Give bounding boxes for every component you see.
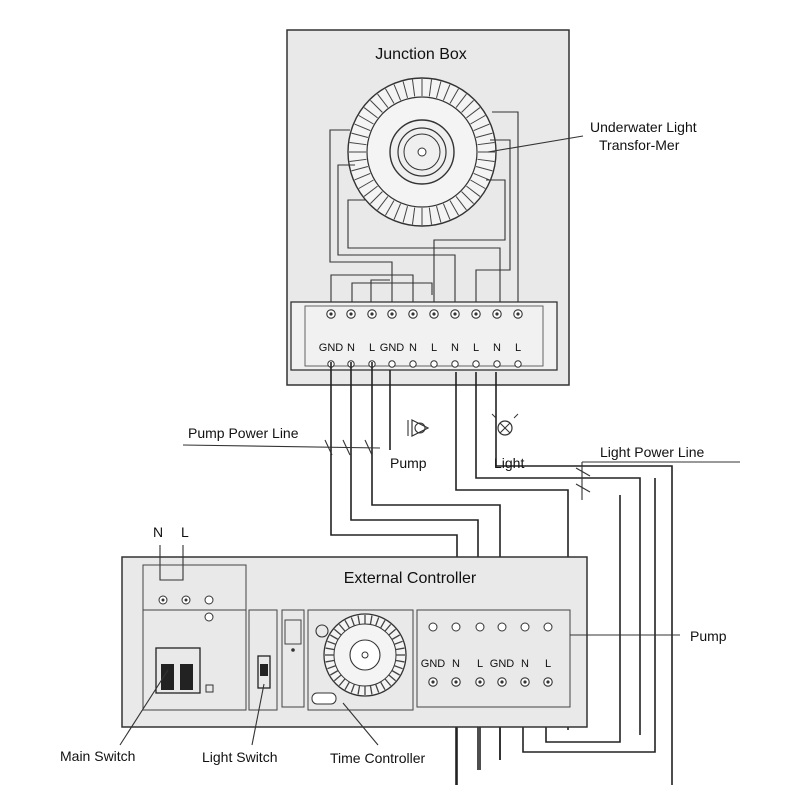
light-switch-label: Light Switch bbox=[202, 749, 277, 765]
controller-terminal-0 bbox=[428, 622, 438, 632]
junction-terminal-label: GND bbox=[380, 342, 405, 354]
controller-terminal-label: L bbox=[545, 658, 551, 670]
junction-terminal-3 bbox=[387, 309, 397, 368]
junction-terminal-label: L bbox=[369, 342, 375, 354]
junction-terminal-8 bbox=[492, 309, 502, 368]
junction-terminal-9 bbox=[513, 309, 523, 368]
controller-input-screws bbox=[158, 595, 214, 622]
controller-title: External Controller bbox=[344, 570, 477, 587]
time-controller-pointer bbox=[342, 702, 379, 746]
light-power-line-label: Light Power Line bbox=[600, 444, 705, 460]
controller-terminal-screw bbox=[475, 677, 485, 687]
time-controller-label: Time Controller bbox=[330, 750, 426, 766]
time-controller bbox=[307, 609, 414, 711]
controller-terminal-5 bbox=[543, 622, 553, 632]
relay-module bbox=[281, 609, 305, 708]
junction-terminal-label: GND bbox=[319, 342, 344, 354]
junction-terminal-5 bbox=[429, 309, 439, 368]
controller-input-n: N bbox=[153, 524, 163, 540]
junction-terminal-label: L bbox=[515, 342, 521, 354]
junction-box-title: Junction Box bbox=[375, 46, 467, 63]
junction-terminal-7 bbox=[471, 309, 481, 368]
junction-terminal-label: L bbox=[473, 342, 479, 354]
controller-terminal-label: N bbox=[452, 658, 460, 670]
pump-power-line-pointer bbox=[182, 444, 381, 449]
controller-terminal-2 bbox=[475, 622, 485, 632]
controller-terminal-label: GND bbox=[421, 658, 446, 670]
transformer-icon bbox=[347, 77, 497, 227]
controller-terminal-4 bbox=[520, 622, 530, 632]
controller-terminal-screw bbox=[497, 677, 507, 687]
transformer-leads bbox=[329, 111, 519, 312]
controller-terminal-screw bbox=[428, 677, 438, 687]
junction-terminal-label: N bbox=[347, 342, 355, 354]
light-switch bbox=[248, 609, 278, 711]
transformer-callout-line bbox=[487, 135, 584, 153]
pump-power-line-label: Pump Power Line bbox=[188, 425, 299, 441]
light-switch-pointer bbox=[251, 683, 265, 746]
controller-terminal-screws bbox=[428, 677, 553, 687]
controller-terminal-3 bbox=[497, 622, 507, 632]
controller-terminal-label: N bbox=[521, 658, 529, 670]
junction-terminal-label: L bbox=[431, 342, 437, 354]
controller-terminal-screw bbox=[520, 677, 530, 687]
controller-input-l: L bbox=[181, 524, 189, 540]
controller-pump-label: Pump bbox=[690, 628, 727, 644]
junction-terminal-label: N bbox=[409, 342, 417, 354]
transformer-label-line1: Underwater Light bbox=[590, 119, 697, 135]
junction-terminal-2 bbox=[367, 309, 377, 368]
controller-terminal-block bbox=[416, 609, 571, 708]
main-switch bbox=[142, 609, 247, 711]
controller-terminal-screw bbox=[451, 677, 461, 687]
main-switch-label: Main Switch bbox=[60, 748, 135, 764]
external-controller: External Controller N L bbox=[121, 524, 588, 728]
controller-terminal-holes bbox=[428, 622, 553, 632]
light-icon bbox=[491, 413, 519, 436]
controller-terminal-label: GND bbox=[490, 658, 515, 670]
controller-terminal-screw bbox=[543, 677, 553, 687]
junction-terminal-6 bbox=[450, 309, 460, 368]
transformer-label-line2: Transfor-Mer bbox=[599, 137, 680, 153]
junction-terminal-screws bbox=[326, 309, 523, 368]
main-switch-pointer bbox=[119, 669, 169, 746]
controller-terminal-labels: GND N L GND N L bbox=[421, 658, 551, 670]
light-label: Light bbox=[494, 455, 524, 471]
pump-icon bbox=[407, 419, 430, 437]
junction-terminal-label: N bbox=[493, 342, 501, 354]
controller-terminal-1 bbox=[451, 622, 461, 632]
junction-terminal-4 bbox=[408, 309, 418, 368]
pump-label: Pump bbox=[390, 455, 427, 471]
controller-terminal-label: L bbox=[477, 658, 483, 670]
junction-terminal-label: N bbox=[451, 342, 459, 354]
